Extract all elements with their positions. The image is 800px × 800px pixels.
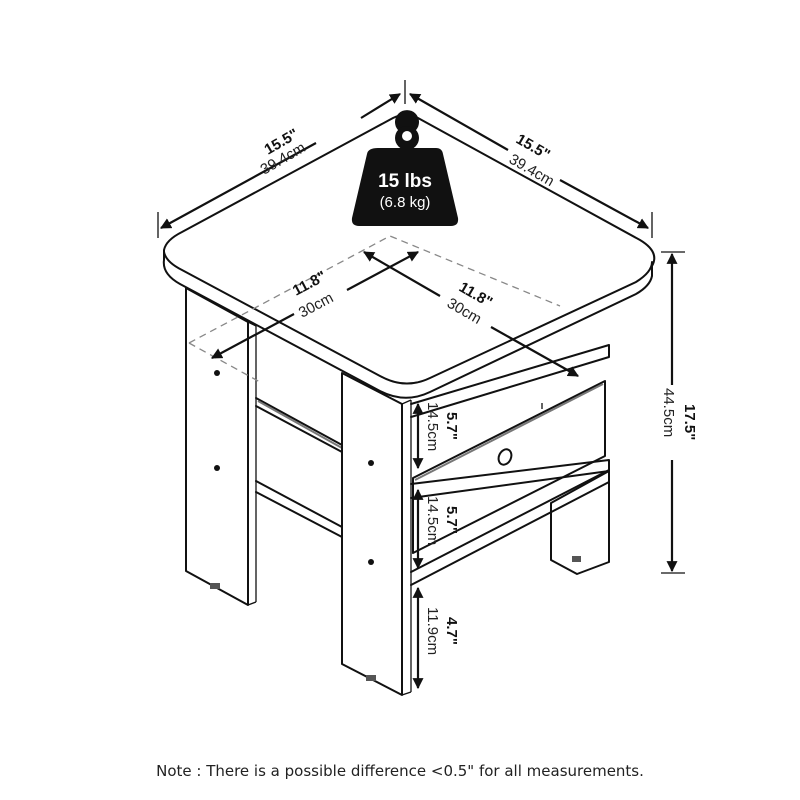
- weight-icon: 15 lbs (6.8 kg): [351, 110, 459, 226]
- weight-lbs: 15 lbs: [378, 171, 432, 192]
- floor-clearance-inches: 4.7": [443, 617, 460, 645]
- back-left-leg: [185, 287, 257, 606]
- dimension-upper-drawer: 14.5cm 5.7": [412, 402, 460, 470]
- upper-drawer-cm: 14.5cm: [424, 402, 441, 451]
- dimension-total-height: 44.5cm 17.5": [660, 251, 698, 574]
- measurement-note: Note : There is a possible difference <0…: [156, 762, 644, 780]
- lower-drawer-cm: 14.5cm: [424, 496, 441, 545]
- back-right-leg: [550, 470, 610, 575]
- inner-footprint-outline: [188, 235, 561, 383]
- lower-drawer-inches: 5.7": [443, 506, 460, 534]
- drawer-bay: [410, 344, 610, 586]
- back-rails: [255, 397, 343, 538]
- front-left-leg: [341, 372, 412, 696]
- total-height-cm: 44.5cm: [660, 388, 677, 437]
- total-height-inches: 17.5": [681, 404, 698, 440]
- upper-drawer-inches: 5.7": [443, 412, 460, 440]
- weight-kg: (6.8 kg): [380, 194, 431, 211]
- floor-clearance-cm: 11.9cm: [424, 607, 441, 655]
- dimension-inner-depth: 11.8" 30cm: [363, 251, 579, 377]
- dimension-lower-drawer: 14.5cm 5.7": [412, 488, 460, 570]
- dimension-floor-clearance: 11.9cm 4.7": [412, 586, 460, 690]
